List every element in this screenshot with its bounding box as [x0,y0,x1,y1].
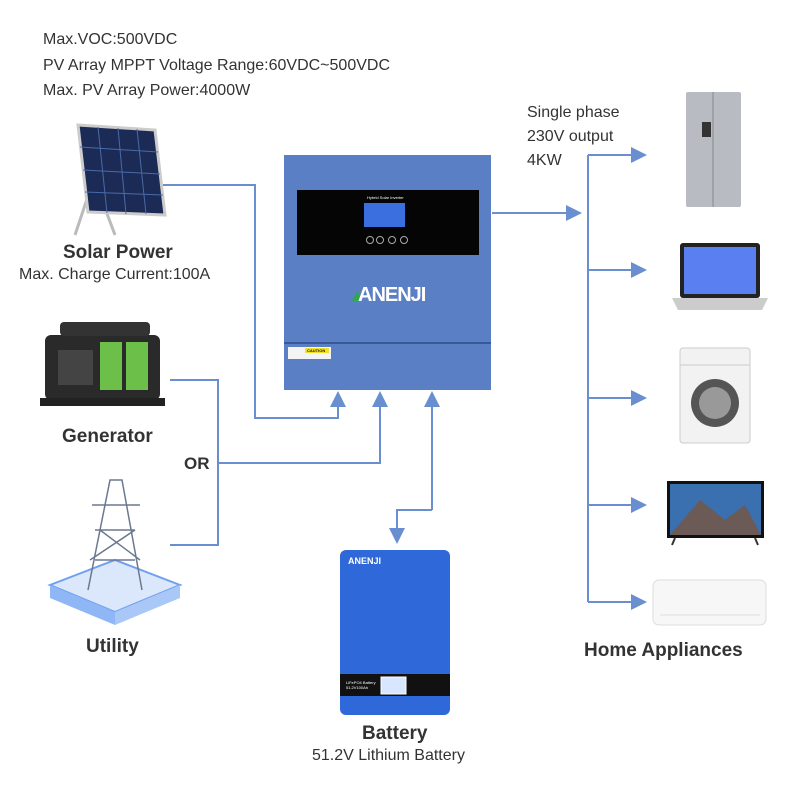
inverter-caution: CAUTION [307,348,326,353]
battery-panel-text: LiFePO4 Battery 51.2V100Ah [346,680,376,690]
solar-title: Solar Power [63,242,173,263]
television-image [667,481,764,546]
solar-line [163,184,346,419]
output-power: 4KW [527,152,562,169]
utility-title: Utility [86,636,139,657]
refrigerator-image [686,92,741,207]
utility-tower-image [47,479,183,625]
generator-image [40,322,165,406]
solar-panel-image [73,123,167,236]
battery-title: Battery [362,723,428,744]
solar-subtitle: Max. Charge Current:100A [19,266,211,283]
generator-title: Generator [62,426,153,447]
battery-subtitle: 51.2V Lithium Battery [312,747,465,764]
laptop-image [672,243,768,310]
inverter-logo: ANENJI [358,284,426,306]
battery-image [340,550,450,715]
battery-logo: ANENJI [348,556,382,566]
output-voltage: 230V output [527,128,614,145]
or-label: OR [184,454,210,473]
appliances-title: Home Appliances [584,640,743,661]
spec-voc: Max.VOC:500VDC [43,31,178,48]
output-phase: Single phase [527,104,620,121]
spec-pv-power: Max. PV Array Power:4000W [43,82,251,99]
battery-line-down [389,509,432,544]
spec-mppt-range: PV Array MPPT Voltage Range:60VDC~500VDC [43,57,390,74]
inverter-image [284,155,491,390]
inverter-display-title: Hybrid Solar Inverter [367,195,404,200]
washing-machine-image [679,347,751,444]
air-conditioner-image [652,579,767,626]
grid-line [218,391,388,464]
